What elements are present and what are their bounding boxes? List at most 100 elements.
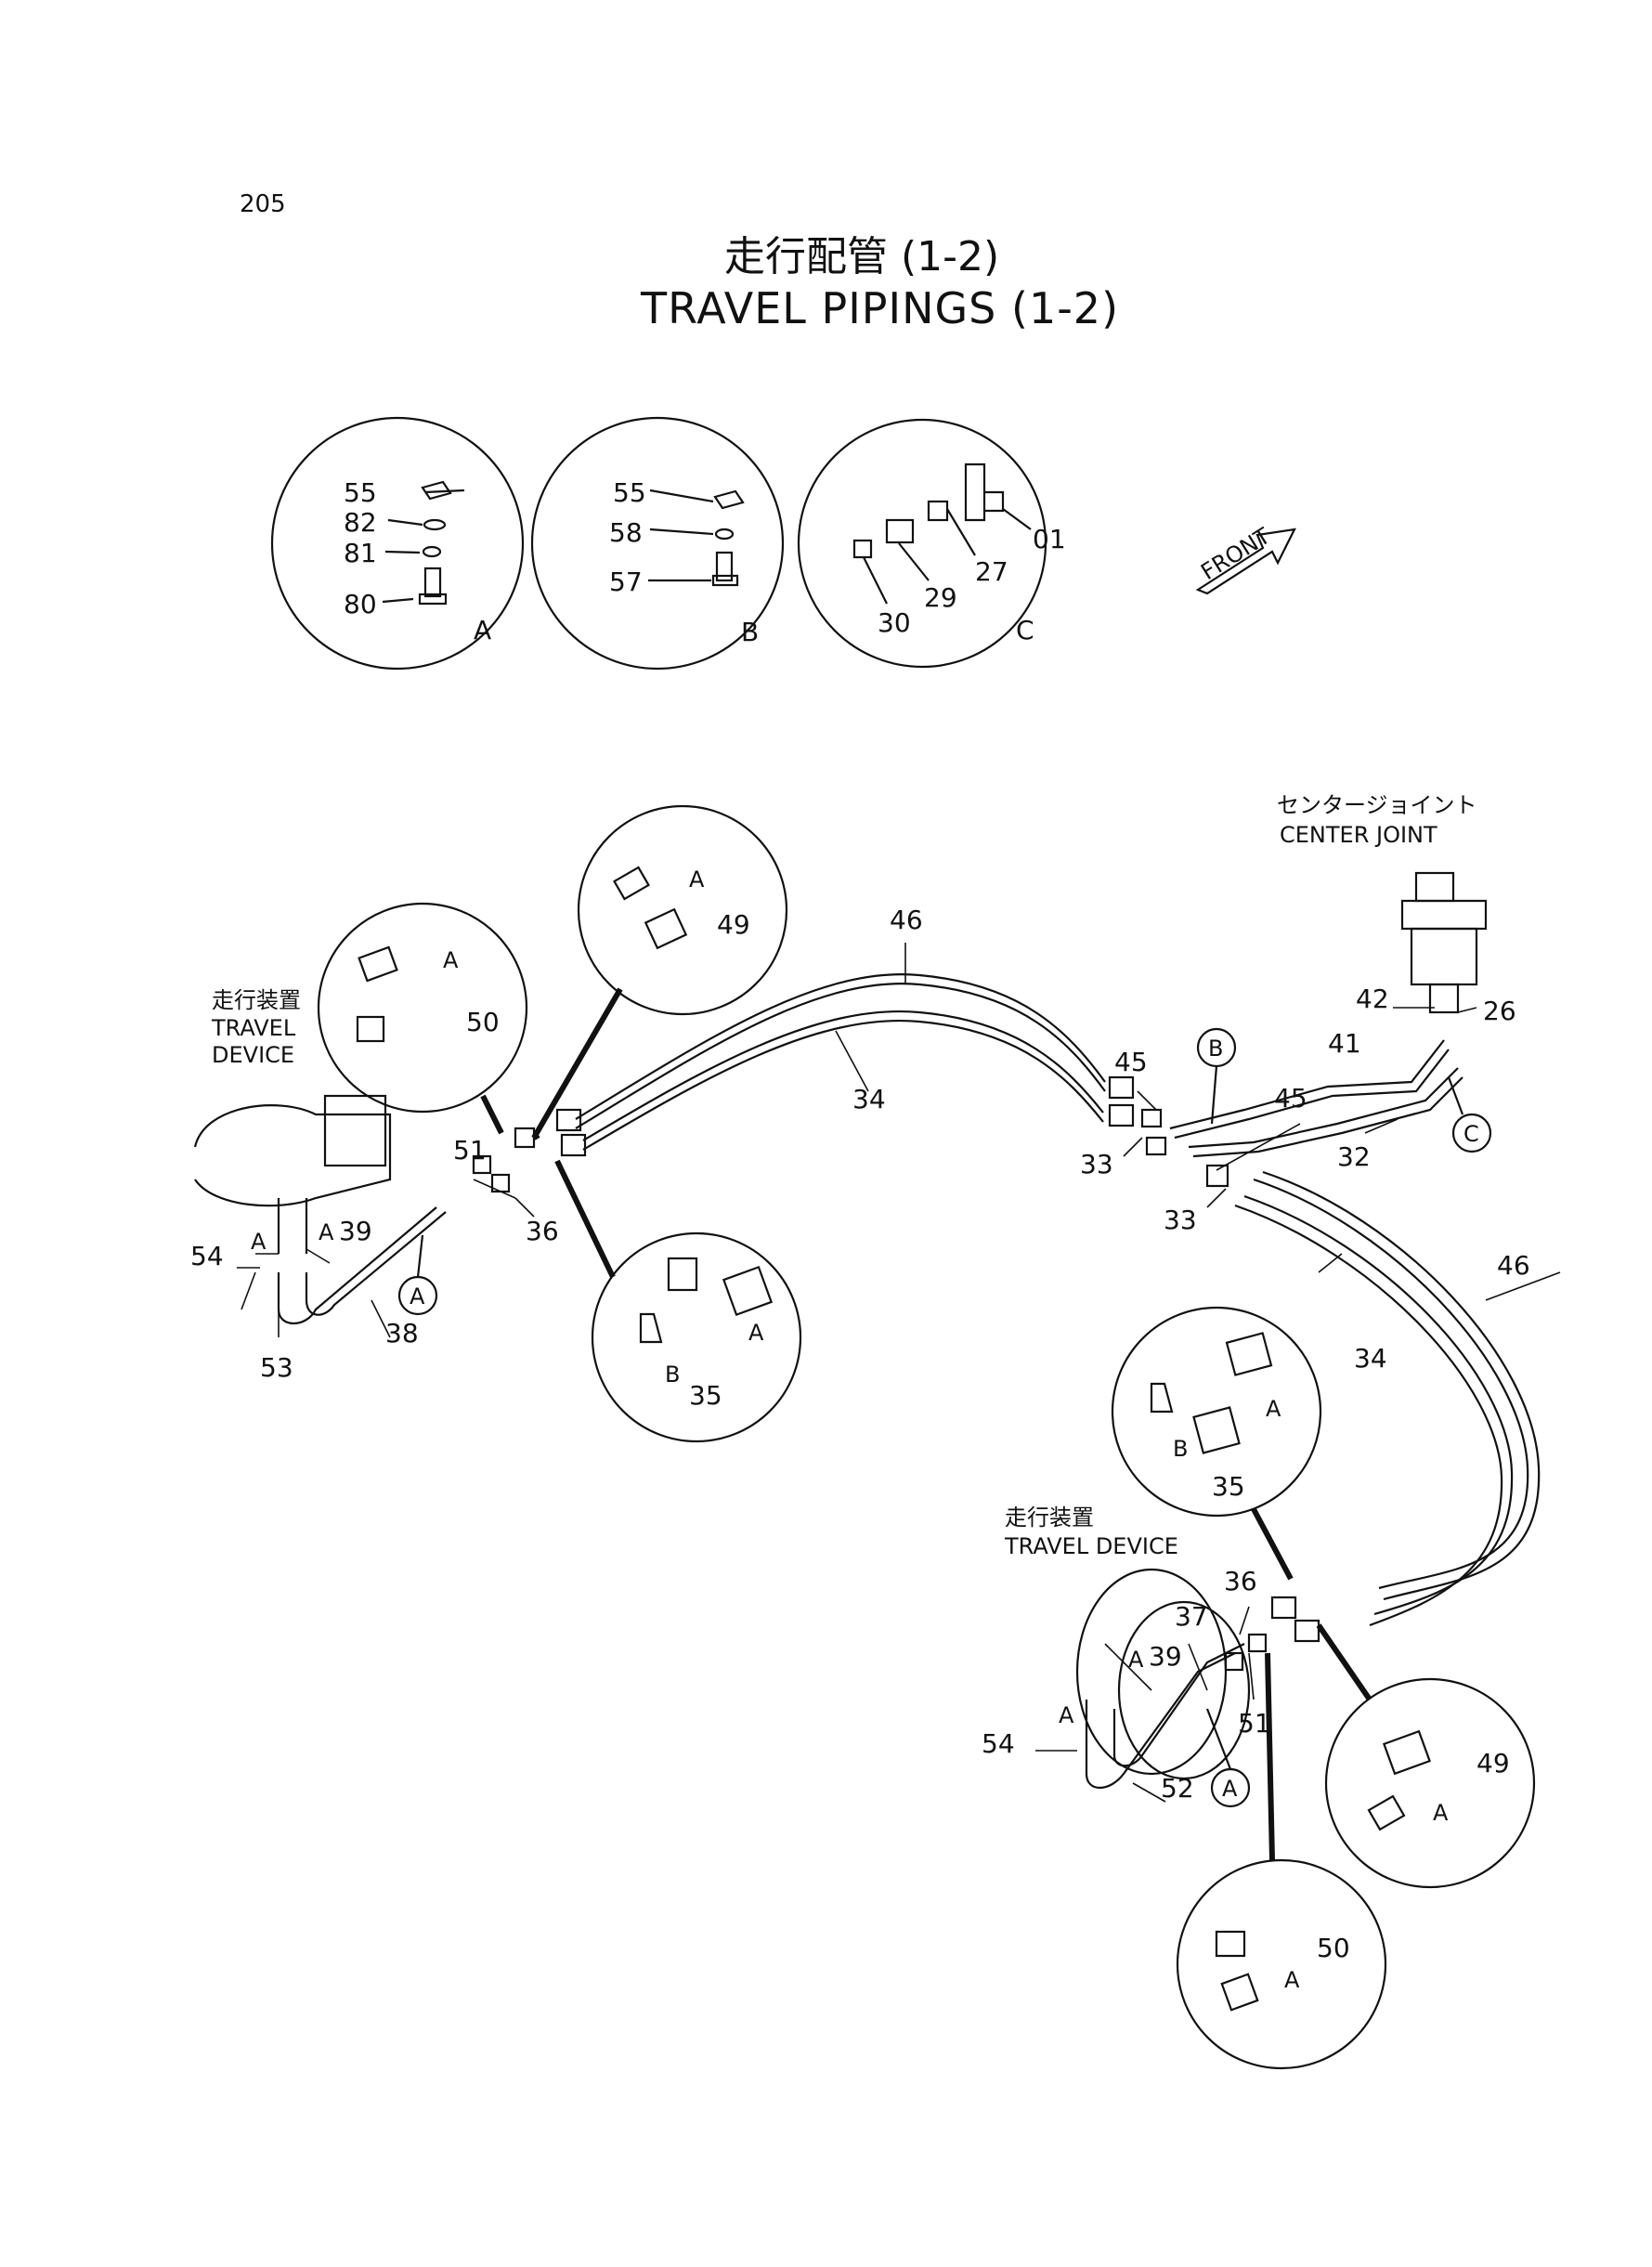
callout-b-main (1196, 1027, 1237, 1125)
bubble-35-lower (1111, 1306, 1322, 1581)
hose-46-lower (1253, 1170, 1541, 1601)
bubble-35-upper (554, 1159, 802, 1443)
small-letter-a: A (1128, 1647, 1144, 1673)
part-label: 57 (609, 567, 643, 597)
bubble-50-upper (317, 902, 528, 1135)
part-label: 39 (1149, 1641, 1182, 1672)
bubble-letter-a: A (1266, 1396, 1281, 1422)
part-label: 33 (1164, 1205, 1197, 1235)
center-joint (1400, 871, 1488, 1014)
part-label: 45 (1274, 1083, 1307, 1114)
part-label: 46 (890, 905, 923, 935)
part-label: 39 (339, 1216, 372, 1246)
callout-a-left (397, 1234, 438, 1316)
part-label: 35 (1212, 1471, 1245, 1502)
bubble-letter-a: A (1433, 1800, 1449, 1826)
part-label: 82 (344, 507, 377, 538)
part-label: 81 (344, 538, 377, 568)
front-arrow-icon (1195, 528, 1296, 595)
travel-device-right-label-jp: 走行装置 (1005, 1505, 1094, 1531)
callout-letter-c: C (1463, 1121, 1479, 1147)
part-label: 54 (982, 1728, 1015, 1759)
title-japanese: 走行配管 (1-2) (724, 233, 1000, 280)
center-joint-label-en: CENTER JOINT (1280, 822, 1437, 848)
callout-letters: B C A A A A A B A B A A A A A A (251, 866, 1479, 1993)
bubble-49-upper (531, 804, 788, 1140)
travel-device-left (193, 1094, 447, 1324)
leader-lines (237, 943, 1561, 1803)
bubble-letter-a: A (748, 1320, 764, 1346)
bubble-letter-a: A (1284, 1967, 1300, 1993)
part-label: 01 (1033, 524, 1066, 554)
part-label: 27 (975, 556, 1008, 587)
bubble-letter-b: B (665, 1362, 680, 1388)
hose-34-upper (582, 1010, 1104, 1151)
travel-device-left-label-jp: 走行装置 (212, 987, 301, 1013)
part-label: 36 (1224, 1566, 1257, 1596)
travel-device-left-label-en2: DEVICE (212, 1042, 294, 1068)
detail-c-labels: 01 27 29 30 C (878, 524, 1066, 645)
part-label: 46 (1497, 1250, 1530, 1281)
center-joint-label-jp: センタージョイント (1277, 792, 1477, 818)
hose-46-upper (575, 973, 1106, 1129)
main-part-labels: 46 34 41 42 26 45 45 32 33 33 46 34 51 3… (190, 905, 1530, 1963)
part-label: 51 (1238, 1708, 1271, 1739)
part-label: 42 (1356, 984, 1389, 1014)
small-letter-a: A (1059, 1702, 1074, 1728)
part-label: 34 (1354, 1343, 1387, 1374)
part-label: 29 (924, 582, 957, 613)
detail-circle-c (797, 418, 1047, 669)
part-label: 30 (878, 607, 911, 638)
bubble-49-lower (1316, 1623, 1536, 1889)
detail-circle-b (530, 416, 785, 671)
bubble-50-lower (1176, 1652, 1387, 2070)
travel-device-right (1075, 1568, 1251, 1789)
part-label: 35 (689, 1380, 722, 1411)
bubble-letter-b: B (1173, 1436, 1188, 1462)
detail-a-labels: 55 82 81 80 A (344, 477, 491, 645)
part-label: 55 (613, 477, 646, 508)
detail-circle-a (270, 416, 525, 671)
part-label: 26 (1483, 996, 1516, 1026)
detail-letter: B (741, 617, 759, 647)
callout-a-right (1205, 1708, 1251, 1808)
part-label: 37 (1175, 1601, 1208, 1632)
part-label: 38 (385, 1318, 419, 1348)
part-label: 49 (1476, 1748, 1510, 1778)
part-label: 32 (1337, 1141, 1371, 1172)
part-label: 54 (190, 1241, 224, 1271)
bubble-letter-a: A (443, 947, 459, 973)
detail-letter: A (474, 615, 491, 645)
part-label: 49 (717, 909, 750, 940)
callout-letter-a: A (1222, 1776, 1238, 1802)
page-number: 205 (240, 190, 286, 218)
detail-letter: C (1016, 615, 1034, 645)
part-label: 52 (1161, 1773, 1194, 1804)
callout-letter-b: B (1208, 1036, 1223, 1062)
part-label: 45 (1114, 1047, 1148, 1077)
small-letter-a: A (319, 1219, 334, 1245)
part-label: 50 (1317, 1933, 1350, 1963)
part-label: 80 (344, 589, 377, 619)
hose-34-lower (1234, 1194, 1514, 1627)
part-label: 33 (1080, 1149, 1113, 1179)
part-label: 41 (1328, 1028, 1361, 1059)
small-letter-a: A (251, 1229, 267, 1255)
travel-device-right-label-en: TRAVEL DEVICE (1004, 1533, 1178, 1559)
detail-b-labels: 55 58 57 B (609, 477, 759, 647)
bubble-letter-a: A (689, 866, 705, 892)
part-label: 53 (260, 1352, 293, 1383)
part-label: 55 (344, 477, 377, 508)
part-label: 34 (852, 1084, 886, 1114)
travel-device-left-label-en1: TRAVEL (211, 1015, 296, 1041)
callout-c-main (1447, 1076, 1492, 1153)
part-label: 58 (609, 517, 643, 548)
part-label: 51 (453, 1135, 487, 1166)
callout-letter-a: A (410, 1283, 425, 1309)
pipe-41-32 (1169, 1039, 1463, 1158)
part-label: 50 (466, 1007, 500, 1037)
title-english: TRAVEL PIPINGS (1-2) (641, 283, 1120, 333)
fittings-right (1108, 1075, 1320, 1672)
